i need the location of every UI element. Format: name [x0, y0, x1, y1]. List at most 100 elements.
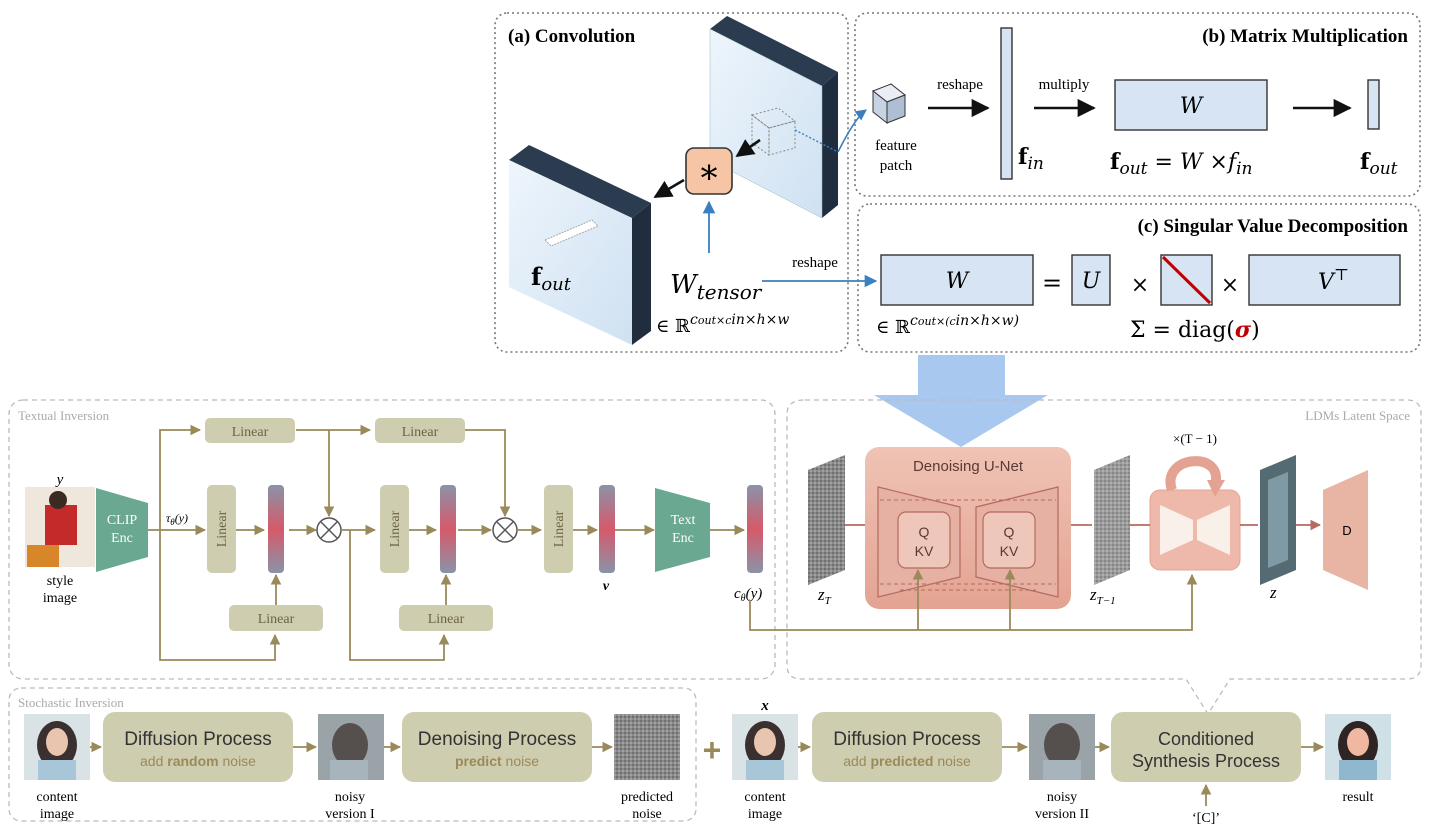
linear-vertical-3	[544, 485, 573, 573]
v-sup: ⊤	[1334, 265, 1349, 284]
vector-v	[599, 485, 615, 573]
convolution-title: (a) Convolution	[508, 26, 636, 47]
content-image-1	[24, 714, 90, 780]
noisy-1-label-2: version I	[325, 807, 375, 822]
synthesis-connectors	[798, 741, 1325, 806]
linear-bottom-1	[229, 605, 323, 631]
x-label: x	[760, 698, 769, 714]
v-vector-label: v	[603, 579, 610, 594]
decoder	[1323, 470, 1368, 590]
diffusion-1-sub-post: noise	[219, 753, 257, 769]
f-out-vector	[1367, 79, 1380, 130]
content-image-1-label-1: content	[36, 790, 77, 805]
times-1: ×	[1131, 273, 1149, 298]
f-in-vector	[1000, 27, 1013, 180]
otimes-1	[316, 517, 342, 543]
times-2: ×	[1221, 273, 1239, 298]
predicted-noise-image	[614, 714, 680, 780]
patch-extract-arrow	[837, 109, 867, 153]
result-image	[1325, 714, 1391, 780]
decoder-label: D	[1342, 523, 1351, 538]
c-label: c	[734, 586, 741, 602]
vector-1	[268, 485, 284, 573]
diffusion-1-sub-bold: random	[167, 753, 218, 769]
linear-vertical-1	[207, 485, 236, 573]
sigma-eq: Σ = diag(	[1130, 318, 1235, 343]
svg-text:predict noise: predict noise	[455, 753, 539, 769]
content-image-2-label-2: image	[748, 807, 782, 822]
ldm-title: LDMs Latent Space	[1305, 408, 1410, 423]
zT-sub: T	[825, 595, 832, 607]
qkv-2-kv: KV	[1000, 543, 1019, 559]
big-down-arrow	[874, 355, 1048, 447]
tau-sub: θ	[170, 517, 175, 527]
linear-vertical-3-label: Linear	[552, 510, 567, 547]
svg-text:τθ(y): τθ(y)	[166, 511, 188, 527]
star-symbol: ∗	[697, 152, 720, 192]
v-label: V	[1318, 270, 1336, 295]
plus-sign: +	[703, 732, 722, 768]
svg-text:add random noise: add random noise	[140, 753, 256, 769]
f-out-b-label: f	[1360, 149, 1371, 175]
w-tensor-dims: ∈ ℝ	[656, 316, 691, 337]
panel-ldm: LDMs Latent Space zT Denoising U-Net Q K…	[749, 399, 1422, 716]
diffusion-2-sub-bold: predicted	[870, 753, 933, 769]
w-label-b: W	[1180, 94, 1205, 119]
loop-block	[1149, 456, 1241, 571]
textual-inversion-title: Textual Inversion	[18, 408, 110, 423]
z-label: z	[1269, 583, 1277, 602]
diffusion-process-1-label: Diffusion Process	[124, 729, 272, 750]
svg-text:cθ(y): cθ(y)	[734, 586, 762, 604]
f-out-sub: out	[541, 274, 571, 295]
sigma-diagonal	[1161, 255, 1212, 305]
svg-text:fout: fout	[531, 262, 572, 295]
zT1-label: z	[1089, 585, 1097, 604]
linear-vertical-2	[380, 485, 409, 573]
style-image-label-2: image	[43, 591, 77, 606]
eq-lhs-sub: out	[1119, 159, 1147, 179]
svg-text:zT−1: zT−1	[1089, 585, 1116, 607]
diffusion-process-2	[812, 712, 1002, 782]
textual-inversion-connectors	[148, 424, 746, 661]
panel-svd: (c) Singular Value Decomposition reshape…	[762, 203, 1421, 353]
tau-label: τ	[166, 511, 171, 525]
content-image-1-label-2: image	[40, 807, 74, 822]
synthesis-flow: x content image Diffusion Process add pr…	[732, 698, 1391, 826]
stochastic-inversion-title: Stochastic Inversion	[18, 695, 124, 710]
patch-to-star-arrow	[735, 138, 761, 158]
sigma-symbol: σ	[1235, 317, 1252, 343]
synthesis-label-1: Conditioned	[1158, 729, 1254, 749]
feature-patch-label-1: feature	[875, 138, 917, 154]
denoising-sub-bold: predict	[455, 753, 502, 769]
panel-textual-inversion: Textual Inversion y style image CLIP Enc…	[8, 399, 776, 680]
svd-dims: ∈ ℝ	[876, 317, 911, 338]
svg-text:∈ ℝcout×cin×h×w: ∈ ℝcout×cin×h×w	[656, 312, 789, 337]
result-label: result	[1342, 790, 1373, 805]
loop-label: ×(T − 1)	[1173, 431, 1217, 446]
svg-text:Wtensor: Wtensor	[670, 270, 763, 304]
c-arg: (y)	[746, 586, 763, 602]
w-tensor-label: W	[670, 270, 699, 300]
linear-top-2-label: Linear	[402, 425, 439, 440]
style-image	[25, 487, 95, 567]
noisy-1-label-1: noisy	[335, 790, 365, 805]
star-to-output-arrow	[653, 178, 685, 199]
qkv-1-q: Q	[919, 524, 930, 540]
panel-convolution: (a) Convolution fout ∗	[494, 12, 849, 353]
linear-bottom-2-label: Linear	[428, 612, 465, 627]
input-feature-map	[709, 16, 839, 219]
noisy-image-1	[318, 714, 384, 780]
convolution-operator: ∗	[685, 147, 733, 195]
text-enc-label-2: Enc	[672, 531, 694, 546]
panel-stochastic-inversion: Stochastic Inversion content image Diffu…	[8, 687, 697, 822]
reshape-label-b: reshape	[937, 77, 983, 93]
latent-zT	[808, 455, 845, 585]
w-tensor-dims-sup-rest2: in×h×w	[731, 312, 789, 328]
c-sub: θ	[741, 593, 746, 604]
u-matrix	[1071, 254, 1111, 306]
eq-rhs-sub: in	[1236, 159, 1252, 179]
w-label-c: W	[946, 269, 971, 294]
svg-text:add predicted noise: add predicted noise	[843, 753, 971, 769]
svd-title: (c) Singular Value Decomposition	[1138, 216, 1409, 237]
